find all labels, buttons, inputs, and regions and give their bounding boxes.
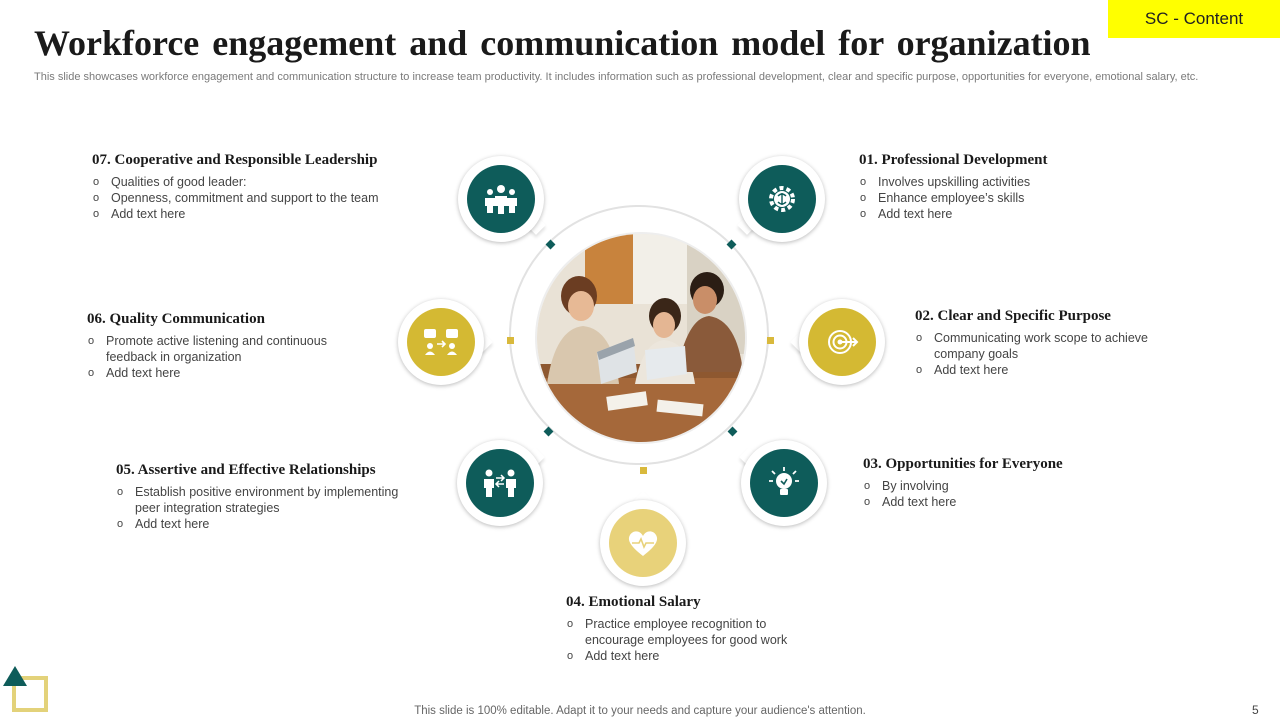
item-03-block: 03. Opportunities for Everyone By involv… — [863, 456, 1123, 510]
center-ring — [509, 205, 769, 465]
item-05-bullet: Establish positive environment by implem… — [116, 484, 426, 516]
team-meeting-photo — [537, 234, 745, 442]
item-02-bullet: Communicating work scope to achieve comp… — [915, 330, 1185, 362]
accent-dot — [727, 426, 738, 437]
item-04-block: 04. Emotional Salary Practice employee r… — [566, 594, 816, 664]
item-01-bullet: Add text here — [859, 206, 1139, 222]
item-03-title: 03. Opportunities for Everyone — [863, 456, 1063, 472]
node-04-emotional-salary — [600, 491, 686, 586]
people-exchange-icon — [466, 449, 534, 517]
heart-pulse-icon — [609, 509, 677, 577]
footer-note: This slide is 100% editable. Adapt it to… — [414, 705, 866, 717]
accent-dot — [767, 337, 774, 344]
slide-subtitle: This slide showcases workforce engagemen… — [34, 71, 1199, 83]
item-07-bullet: Qualities of good leader: — [92, 174, 422, 190]
accent-dot — [640, 467, 647, 474]
accent-dot — [507, 337, 514, 344]
brain-gear-icon — [748, 165, 816, 233]
item-04-bullet: Add text here — [566, 648, 816, 664]
item-06-block: 06. Quality Communication Promote active… — [87, 311, 362, 381]
item-02-bullet: Add text here — [915, 362, 1185, 378]
chat-people-icon — [407, 308, 475, 376]
page-number: 5 — [1252, 703, 1259, 717]
item-06-bullet: Add text here — [87, 365, 362, 381]
item-05-bullet: Add text here — [116, 516, 426, 532]
node-05-relationships — [457, 440, 545, 526]
slide-title: Workforce engagement and communication m… — [34, 23, 1091, 63]
item-06-title: 06. Quality Communication — [87, 311, 265, 327]
team-leader-icon — [467, 165, 535, 233]
item-01-bullet: Enhance employee’s skills — [859, 190, 1139, 206]
idea-bulb-icon — [750, 449, 818, 517]
item-02-title: 02. Clear and Specific Purpose — [915, 308, 1111, 324]
item-06-bullet: Promote active listening and continuous … — [87, 333, 362, 365]
item-03-bullet: Add text here — [863, 494, 1123, 510]
node-06-quality-communication — [398, 299, 493, 385]
node-02-clear-purpose — [790, 299, 885, 385]
item-07-block: 07. Cooperative and Responsible Leadersh… — [92, 152, 422, 222]
item-01-title: 01. Professional Development — [859, 152, 1048, 168]
target-icon — [808, 308, 876, 376]
corner-decoration — [0, 660, 52, 720]
node-03-opportunities — [739, 440, 827, 526]
node-07-leadership — [458, 156, 546, 242]
item-01-block: 01. Professional Development Involves up… — [859, 152, 1139, 222]
item-04-title: 04. Emotional Salary — [566, 594, 701, 610]
section-tag: SC - Content — [1108, 0, 1280, 38]
node-01-professional-development — [737, 156, 825, 242]
item-02-block: 02. Clear and Specific Purpose Communica… — [915, 308, 1185, 378]
item-07-bullet: Openness, commitment and support to the … — [92, 190, 422, 206]
item-07-title: 07. Cooperative and Responsible Leadersh… — [92, 152, 378, 168]
item-04-bullet: Practice employee recognition to encoura… — [566, 616, 816, 648]
item-01-bullet: Involves upskilling activities — [859, 174, 1139, 190]
item-03-bullet: By involving — [863, 478, 1123, 494]
item-05-title: 05. Assertive and Effective Relationship… — [116, 462, 376, 478]
item-07-bullet: Add text here — [92, 206, 422, 222]
item-05-block: 05. Assertive and Effective Relationship… — [116, 462, 426, 532]
